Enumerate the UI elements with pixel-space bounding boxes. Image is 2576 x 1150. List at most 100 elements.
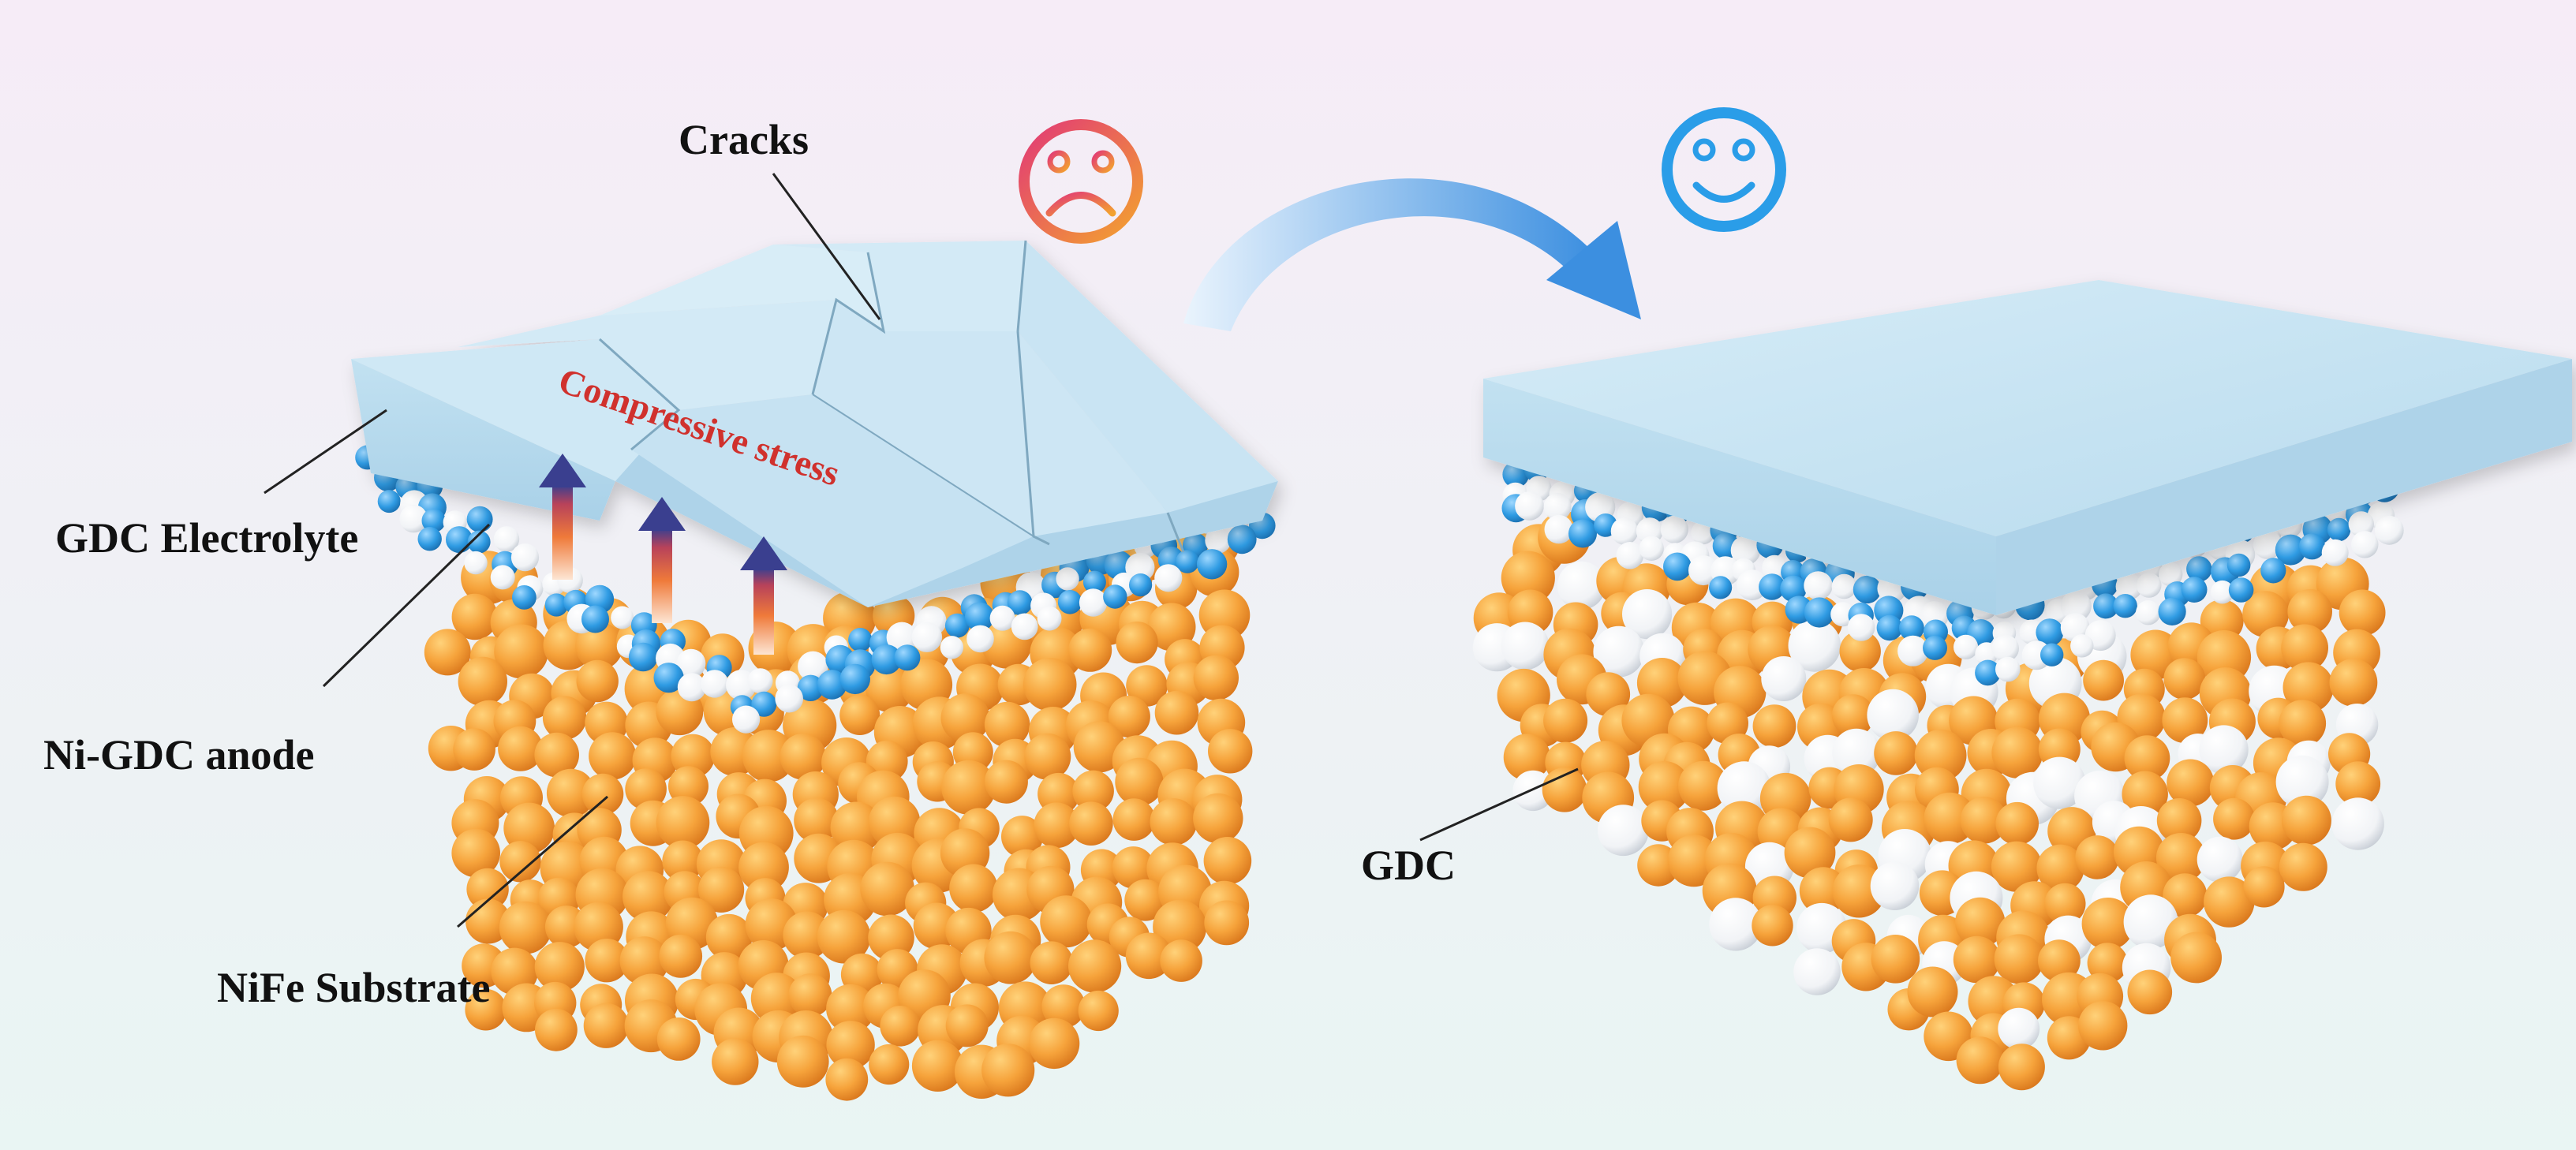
gdc-label: GDC: [1361, 842, 1456, 889]
ni-particle: [417, 527, 442, 551]
nife-particle: [625, 768, 667, 810]
nife-particle: [750, 973, 803, 1025]
nife-particle: [2124, 735, 2170, 782]
nife-particle: [466, 868, 509, 911]
up-arrow-icon: [638, 497, 686, 623]
nife-particle: [1069, 801, 1113, 846]
gdc-particle: [1830, 602, 1856, 627]
ni-particle: [944, 613, 970, 638]
gdc-electrolyte-plate-cracked: [351, 240, 1278, 607]
gdc-particle: [1730, 535, 1761, 566]
nife-particle: [825, 1058, 869, 1101]
gdc-particle: [2253, 530, 2283, 559]
nife-particle: [2243, 866, 2285, 908]
nife-particle: [2075, 835, 2119, 879]
gdc-particle: [1622, 589, 1673, 640]
nife-particle: [2038, 939, 2081, 982]
nife-particle: [1041, 984, 1086, 1029]
gdc-particle: [2136, 573, 2162, 598]
ni-particle: [581, 605, 609, 633]
gdc-particle: [2060, 590, 2092, 622]
gdc-particle: [2275, 755, 2329, 808]
right-cell-intact: [1472, 280, 2572, 1091]
gdc-particle: [1154, 564, 1183, 592]
ni-particle: [377, 490, 401, 513]
ni-particle: [1057, 590, 1082, 614]
nife-particle: [1953, 935, 2001, 984]
gdc-particle: [1804, 571, 1833, 600]
nife-particle: [2287, 588, 2332, 634]
gdc-particle: [1557, 561, 1606, 610]
ni-particle: [2260, 558, 2286, 584]
ni-particle: [466, 506, 493, 532]
gdc-particle: [2070, 634, 2094, 658]
nife-particle: [583, 1003, 629, 1048]
gdc-particle: [1125, 552, 1155, 583]
nife-particle: [984, 931, 1038, 984]
ni-particle: [1227, 525, 1257, 554]
nife-particle: [940, 693, 990, 743]
nife-particle: [1871, 935, 1920, 984]
nife-particle: [1924, 792, 1976, 845]
nife-particle: [1150, 798, 1198, 846]
nife-particle: [1960, 797, 2008, 844]
nife-particle: [738, 842, 789, 893]
gdc-particle: [911, 622, 943, 652]
gdc-particle: [2199, 725, 2249, 775]
nife-particle: [2156, 798, 2202, 843]
ni-particle: [1853, 575, 1882, 604]
nife-particle: [2078, 1001, 2128, 1051]
ni-particle: [894, 644, 921, 671]
nife-particle: [451, 828, 500, 878]
nife-particle: [1991, 726, 2043, 778]
nife-particle: [1108, 696, 1150, 738]
nife-particle: [2242, 591, 2290, 637]
nife-particle: [1078, 990, 1119, 1032]
ni-particle: [544, 593, 568, 617]
ni-particle: [2181, 577, 2208, 603]
gdc-particle: [1831, 573, 1857, 599]
nife-particle: [1124, 879, 1167, 921]
gdc-particle: [1793, 948, 1841, 995]
gdc-particle: [2374, 515, 2404, 545]
nife-particle: [1503, 734, 1551, 781]
ni-particle: [848, 628, 873, 652]
ni-particle: [1780, 575, 1807, 603]
gdc-particle: [2197, 836, 2243, 883]
nife-particle: [1068, 628, 1112, 672]
nife-particle: [656, 796, 710, 849]
nife-particle: [1828, 797, 1873, 842]
nife-particle: [1040, 895, 1093, 948]
gdc-particle: [989, 605, 1015, 631]
gdc-particle: [1544, 514, 1573, 544]
gdc-particle: [1867, 689, 1919, 741]
gdc-electrolyte-plate-intact: [1483, 280, 2572, 615]
nife-particle: [1034, 802, 1080, 849]
gdc-electrolyte-label: GDC Electrolyte: [55, 514, 358, 562]
gdc-particle: [1639, 536, 1664, 561]
nife-particle: [1542, 767, 1587, 812]
nife-particle: [788, 973, 832, 1017]
ni-particle: [1104, 551, 1134, 580]
nife-particle: [499, 901, 552, 954]
gdc-particle: [1788, 619, 1841, 672]
nife-particle: [494, 624, 548, 679]
nife-particle: [534, 942, 585, 992]
gdc-particle: [1761, 656, 1807, 701]
gdc-particle: [1717, 761, 1771, 816]
nife-particle: [880, 1006, 921, 1047]
nife-particle: [826, 1021, 875, 1070]
gdc-particle: [2351, 531, 2379, 558]
nife-particle: [2281, 795, 2331, 846]
ni-particle: [2093, 593, 2119, 619]
ni-particle: [1975, 659, 2001, 686]
ni-particle: [653, 663, 684, 693]
nife-particle: [1160, 939, 1202, 982]
gdc-particle: [966, 625, 994, 653]
nife-particle: [2167, 759, 2215, 807]
ni-gdc-anode-leader: [322, 523, 491, 688]
nife-particle: [1914, 729, 1967, 782]
nife-particle: [869, 1044, 910, 1085]
ni-particle: [628, 642, 658, 672]
nife-particle: [911, 1040, 964, 1092]
